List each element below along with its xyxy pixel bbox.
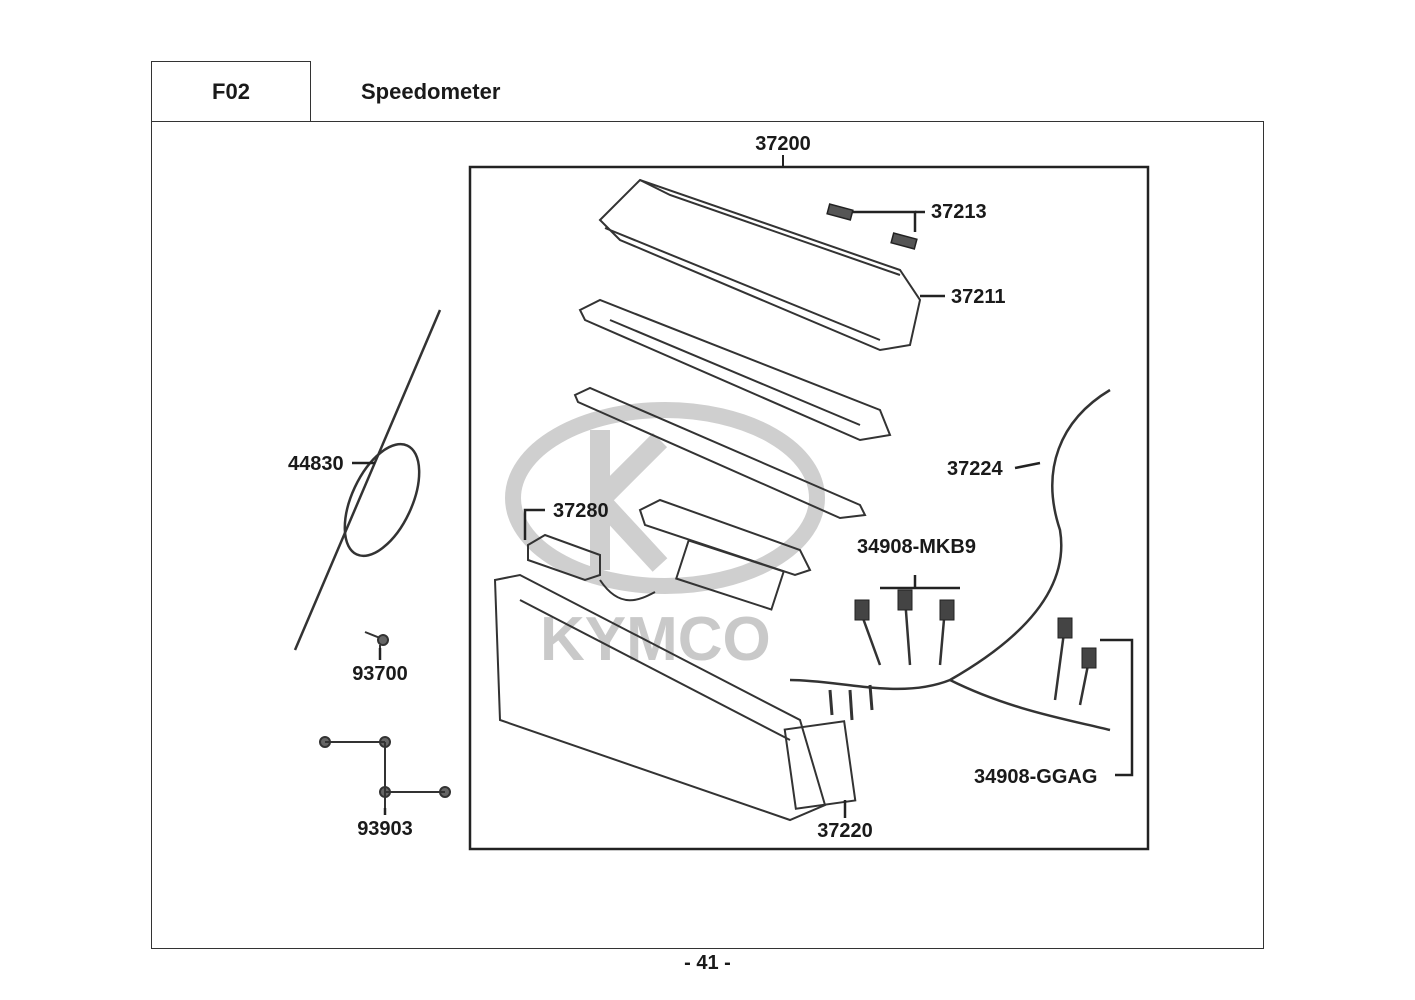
harness-screws [828, 684, 874, 721]
meter-cover [598, 178, 922, 352]
screws-93903 [319, 736, 451, 808]
label-37224: 37224 [947, 458, 1003, 480]
sockets [854, 589, 1097, 669]
label-37213: 37213 [931, 201, 987, 223]
speedometer-cable [293, 309, 442, 651]
label-44830: 44830 [288, 453, 344, 475]
section-title: Speedometer [361, 79, 501, 104]
kymco-watermark: KYMCO [505, 402, 825, 674]
screw-93700 [364, 631, 389, 658]
dial-plate [573, 386, 867, 520]
meter-case [493, 573, 857, 822]
watermark-text: KYMCO [540, 605, 771, 674]
label-37211: 37211 [951, 286, 1006, 308]
meter-panel [578, 298, 892, 442]
label-34908-ggag: 34908-GGAG [974, 766, 1097, 788]
page-number: - 41 - [684, 952, 731, 974]
label-93903: 93903 [357, 818, 413, 840]
label-37200: 37200 [755, 133, 811, 155]
section-header: F02 Speedometer [151, 61, 1263, 122]
label-34908-mkb9: 34908-MKB9 [857, 536, 976, 558]
indicator-unit [527, 533, 656, 602]
label-93700: 93700 [352, 663, 408, 685]
wire-harness [789, 388, 1111, 732]
label-37280: 37280 [553, 500, 609, 522]
diagram-frame [151, 121, 1264, 949]
rubber-pads [826, 203, 918, 250]
label-37220: 37220 [817, 820, 873, 842]
circuit-board [638, 498, 812, 611]
assembly-box [468, 165, 1150, 851]
